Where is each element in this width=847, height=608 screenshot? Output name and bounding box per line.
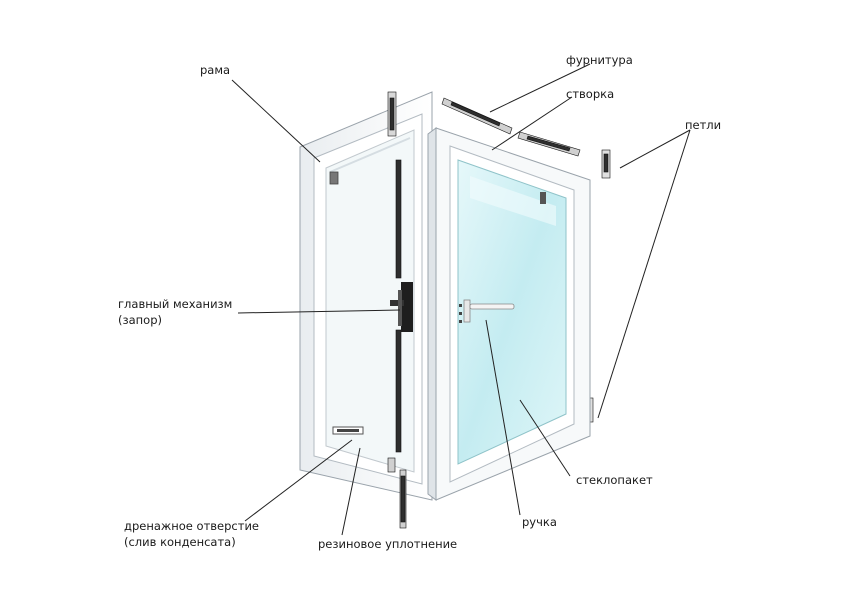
label-seal: резиновое уплотнение [318, 537, 458, 551]
leader-hardware [489, 63, 591, 113]
glass-unit [457, 159, 567, 465]
label-main-mechanism: главный механизм (запор) [118, 297, 233, 327]
leader-hinges-bottom [597, 129, 691, 419]
leader-glass-unit [519, 399, 571, 477]
window-handle [459, 299, 515, 323]
leader-hinges-top [619, 129, 691, 169]
leader-lines [231, 63, 691, 536]
leader-handle [485, 319, 521, 516]
leader-main-mechanism [237, 309, 401, 314]
hardware-strips [387, 91, 611, 529]
drain-slot [332, 426, 364, 435]
label-handle: ручка [522, 515, 557, 529]
leader-frame [231, 79, 321, 163]
window-sash [427, 127, 591, 501]
leader-drain [244, 439, 353, 522]
label-sash: створка [566, 87, 615, 101]
label-hinges: петли [685, 118, 722, 132]
label-frame: рама [200, 63, 231, 77]
frame-keeper [329, 171, 339, 185]
lock-mechanism [390, 282, 413, 332]
label-hardware: фурнитура [566, 53, 633, 67]
label-drain: дренажное отверстие (слив конденсата) [124, 519, 259, 549]
leader-sash [491, 96, 573, 151]
label-glass-unit: стеклопакет [576, 473, 653, 487]
leader-seal [341, 447, 361, 536]
